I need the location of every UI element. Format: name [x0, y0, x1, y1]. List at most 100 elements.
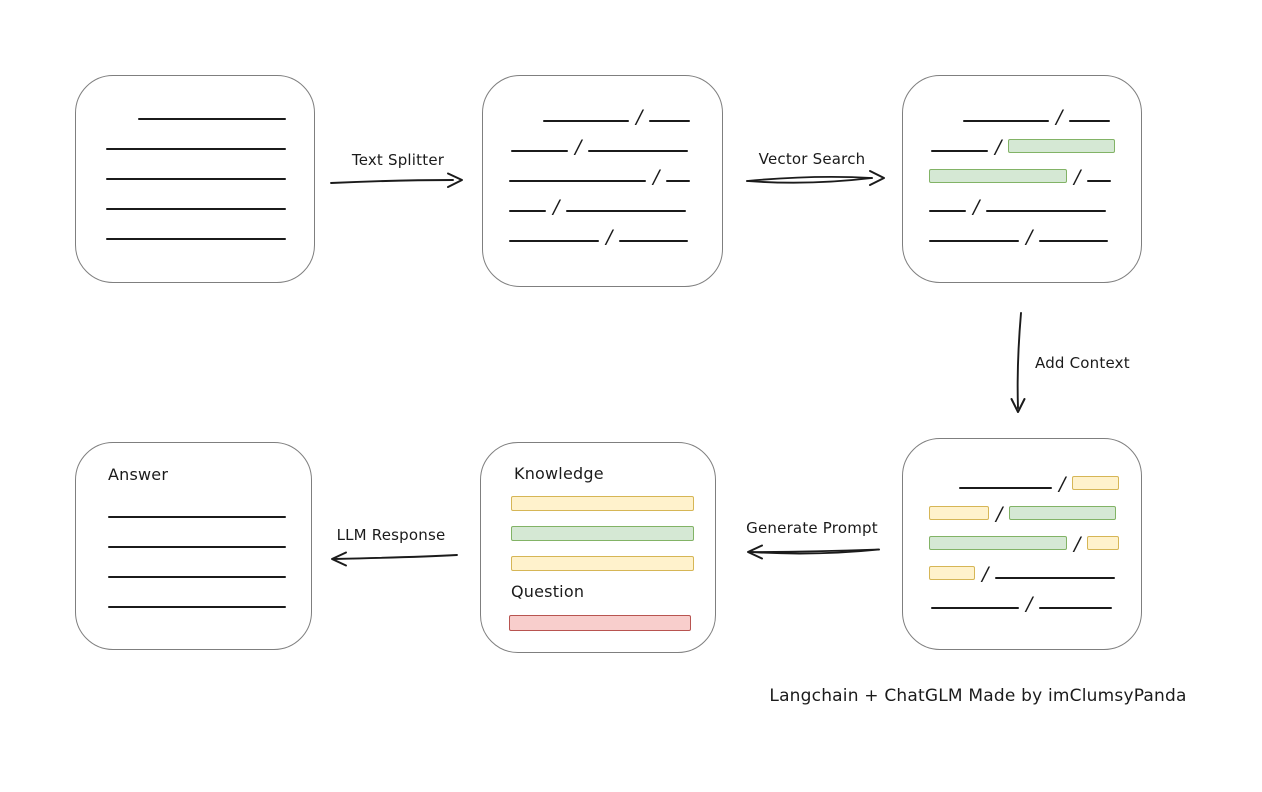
text-line [1039, 607, 1113, 609]
context-chunk-yellow [929, 566, 975, 580]
text-row: / [903, 490, 1141, 525]
knowledge-bar-yellow [511, 556, 694, 571]
context-node: ///// [902, 438, 1142, 650]
chunk-separator: / [1059, 473, 1066, 495]
text-line [1087, 180, 1112, 182]
vector-matched-rows: ///// [903, 76, 1141, 282]
text-row [76, 211, 314, 241]
knowledge-bar-green [511, 526, 694, 541]
text-line [588, 150, 689, 152]
text-row: / [483, 93, 722, 128]
text-row: / [903, 580, 1141, 614]
text-line [108, 606, 286, 608]
text-line [619, 240, 689, 242]
text-line [931, 150, 988, 152]
text-row: / [903, 93, 1141, 128]
llm-response-arrow [331, 551, 458, 567]
prompt-node: Knowledge Question [480, 442, 716, 653]
context-chunk-yellow [1087, 536, 1120, 550]
text-line [511, 150, 568, 152]
context-chunk-yellow [1072, 476, 1120, 490]
text-line [1039, 240, 1109, 242]
text-line [108, 576, 286, 578]
matched-chunk-green [929, 536, 1067, 550]
text-row: / [483, 153, 722, 188]
text-line [959, 487, 1052, 489]
generate-prompt-arrow [747, 544, 880, 560]
chunk-separator: / [996, 503, 1003, 525]
vector-search-label: Vector Search [758, 150, 866, 168]
text-line [509, 210, 546, 212]
knowledge-bars [511, 496, 694, 586]
text-line [509, 240, 599, 242]
text-row [76, 549, 311, 579]
text-line [929, 240, 1019, 242]
text-row: / [903, 460, 1141, 495]
text-line [649, 120, 691, 122]
chunk-separator: / [1056, 106, 1063, 128]
text-line [566, 210, 687, 212]
chunk-separator: / [973, 196, 980, 218]
matched-chunk-green [1009, 506, 1117, 520]
text-line [108, 546, 286, 548]
text-line [931, 607, 1019, 609]
question-heading: Question [511, 582, 585, 601]
text-line [138, 118, 286, 120]
knowledge-bar-yellow [511, 496, 694, 511]
text-row: / [903, 550, 1141, 585]
text-line [986, 210, 1107, 212]
context-chunk-yellow [929, 506, 989, 520]
answer-node: Answer [75, 442, 312, 650]
chunk-separator: / [636, 106, 643, 128]
text-row: / [903, 520, 1141, 555]
chunk-separator: / [553, 196, 560, 218]
text-splitter-label: Text Splitter [351, 151, 445, 169]
chunk-separator: / [1026, 226, 1033, 248]
context-rows: ///// [903, 439, 1141, 649]
vector-search-arrow [746, 170, 885, 186]
text-row: / [903, 123, 1141, 157]
text-row: / [903, 153, 1141, 188]
matched-chunk-green [1008, 139, 1116, 153]
text-line [666, 180, 691, 182]
text-line [929, 210, 966, 212]
add-context-arrow [1010, 312, 1026, 413]
text-row: / [483, 183, 722, 218]
answer-heading: Answer [108, 465, 169, 484]
text-row [76, 151, 314, 181]
chunk-separator: / [1074, 166, 1081, 188]
text-line [995, 577, 1116, 579]
text-row [76, 181, 314, 211]
text-row: / [903, 213, 1141, 248]
matched-chunk-green [929, 169, 1067, 183]
text-row [76, 121, 314, 151]
text-line [106, 238, 286, 240]
text-line [106, 208, 286, 210]
text-line [106, 178, 286, 180]
text-line [509, 180, 646, 182]
text-line [108, 516, 286, 518]
text-splitter-arrow [330, 172, 463, 188]
llm-response-label: LLM Response [336, 526, 446, 544]
add-context-label: Add Context [1035, 354, 1130, 372]
split-text-rows: / / / / / [483, 76, 722, 286]
text-row: / [483, 213, 722, 248]
text-line [1069, 120, 1111, 122]
chunk-separator: / [606, 226, 613, 248]
text-row: / [483, 123, 722, 158]
chunk-separator: / [575, 136, 582, 158]
knowledge-heading: Knowledge [514, 464, 604, 483]
chunk-separator: / [1074, 533, 1081, 555]
text-row [76, 489, 311, 519]
question-bar-red [509, 615, 691, 631]
credit-caption: Langchain + ChatGLM Made by imClumsyPand… [769, 686, 1187, 706]
chunk-separator: / [982, 563, 989, 585]
text-row [76, 91, 314, 121]
text-row [76, 579, 311, 609]
text-row: / [903, 183, 1141, 218]
text-line [963, 120, 1049, 122]
chunk-separator: / [653, 166, 660, 188]
vector-matched-node: ///// [902, 75, 1142, 283]
answer-lines [76, 443, 311, 649]
